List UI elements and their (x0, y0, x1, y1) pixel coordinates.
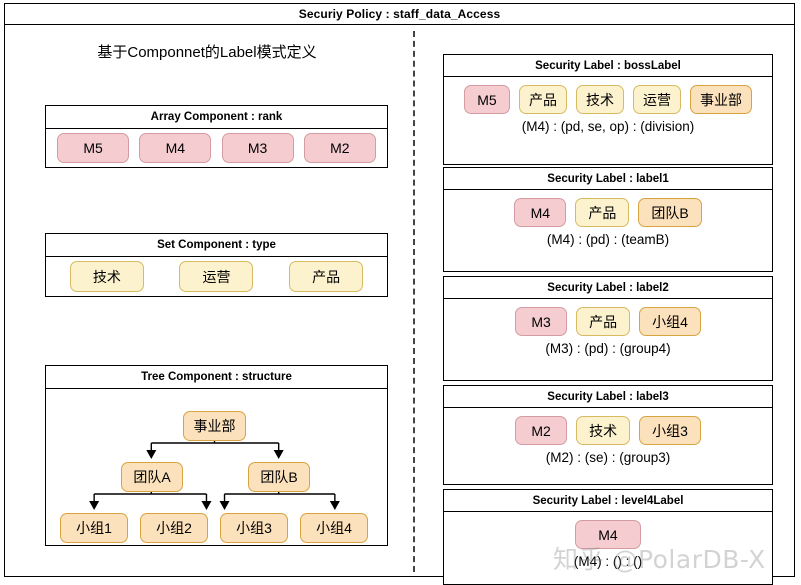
security-label-chip-row: M2 技术 小组3 (454, 416, 762, 445)
tree-node-team-b[interactable]: 团队B (248, 462, 310, 492)
security-label-chip-row: M5 产品 技术 运营 事业部 (454, 85, 762, 114)
vertical-dashed-divider (413, 31, 415, 572)
set-item-chip[interactable]: 产品 (289, 261, 364, 292)
left-panel-heading: 基于Componnet的Label模式定义 (97, 44, 317, 61)
security-label-body: M5 产品 技术 运营 事业部 (M4) : (pd, se, op) : (d… (444, 77, 772, 140)
security-label-title: Security Label : bossLabel (444, 55, 772, 77)
tree-node-group-2[interactable]: 小组2 (140, 513, 208, 543)
right-panel-security-labels: Security Label : bossLabel M5 产品 技术 运营 事… (423, 25, 794, 585)
tree-component-title: Tree Component : structure (46, 366, 387, 389)
security-label-formula: (M3) : (pd) : (group4) (545, 341, 671, 356)
security-label-card-label2: Security Label : label2 M3 产品 小组4 (M3) :… (443, 276, 773, 381)
security-label-chip-row: M4 (454, 520, 762, 549)
security-label-body: M4 产品 团队B (M4) : (pd) : (teamB) (444, 190, 772, 253)
array-component-items: M5 M4 M3 M2 (46, 129, 387, 167)
security-label-body: M4 (M4) : () : () (444, 512, 772, 575)
tree-node-team-a[interactable]: 团队A (121, 462, 183, 492)
security-label-body: M3 产品 小组4 (M3) : (pd) : (group4) (444, 299, 772, 362)
diagram-title-bar: Securiy Policy : staff_data_Access (5, 4, 794, 25)
security-label-title: Security Label : label1 (444, 168, 772, 190)
set-component-box: Set Component : type 技术 运营 产品 (45, 233, 388, 297)
security-label-chip-scope[interactable]: 小组4 (639, 307, 701, 336)
left-panel-component-definitions: 基于Componnet的Label模式定义 Array Component : … (5, 25, 409, 576)
security-label-title: Security Label : level4Label (444, 490, 772, 512)
security-label-chip-type[interactable]: 运营 (633, 85, 681, 114)
security-label-card-bossLabel: Security Label : bossLabel M5 产品 技术 运营 事… (443, 54, 773, 165)
set-item-chip[interactable]: 运营 (179, 261, 254, 292)
security-label-chip-type[interactable]: 技术 (576, 85, 624, 114)
array-item-chip[interactable]: M5 (57, 133, 130, 163)
security-label-chip-type[interactable]: 技术 (576, 416, 631, 445)
tree-node-group-3[interactable]: 小组3 (220, 513, 288, 543)
array-component-box: Array Component : rank M5 M4 M3 M2 (45, 105, 388, 168)
security-label-title: Security Label : label3 (444, 386, 772, 408)
security-label-chip-scope[interactable]: 小组3 (639, 416, 701, 445)
security-label-chip-row: M3 产品 小组4 (454, 307, 762, 336)
security-label-chip-rank[interactable]: M4 (575, 520, 641, 549)
set-component-items: 技术 运营 产品 (46, 257, 387, 296)
security-label-body: M2 技术 小组3 (M2) : (se) : (group3) (444, 408, 772, 471)
security-label-chip-rank[interactable]: M4 (514, 198, 567, 227)
array-item-chip[interactable]: M2 (303, 133, 376, 163)
security-label-chip-rank[interactable]: M2 (515, 416, 568, 445)
security-label-card-level4Label: Security Label : level4Label M4 (M4) : (… (443, 489, 773, 585)
tree-diagram: 事业部 团队A 团队B 小组1 小组2 小组3 小组4 (46, 389, 387, 545)
security-label-formula: (M2) : (se) : (group3) (545, 450, 671, 465)
set-component-title: Set Component : type (46, 234, 387, 257)
security-label-card-label3: Security Label : label3 M2 技术 小组3 (M2) :… (443, 385, 773, 485)
security-label-title: Security Label : label2 (444, 277, 772, 299)
security-label-chip-row: M4 产品 团队B (454, 198, 762, 227)
tree-node-group-1[interactable]: 小组1 (60, 513, 128, 543)
diagram-frame: Securiy Policy : staff_data_Access 基于Com… (4, 3, 795, 585)
security-label-chip-scope[interactable]: 团队B (638, 198, 702, 227)
security-label-chip-type[interactable]: 产品 (575, 198, 630, 227)
tree-component-box: Tree Component : structure (45, 365, 388, 546)
security-label-formula: (M4) : (pd) : (teamB) (546, 232, 670, 247)
tree-connector-lines (89, 430, 340, 510)
security-label-chip-rank[interactable]: M3 (515, 307, 568, 336)
diagram-content: 基于Componnet的Label模式定义 Array Component : … (5, 25, 794, 585)
security-label-chip-type[interactable]: 产品 (576, 307, 631, 336)
security-label-chip-scope[interactable]: 事业部 (690, 85, 752, 114)
array-item-chip[interactable]: M4 (139, 133, 212, 163)
array-component-title: Array Component : rank (46, 106, 387, 129)
tree-node-group-4[interactable]: 小组4 (300, 513, 368, 543)
tree-node-root[interactable]: 事业部 (183, 411, 246, 441)
security-label-chip-rank[interactable]: M5 (464, 85, 510, 114)
set-item-chip[interactable]: 技术 (69, 261, 144, 292)
security-label-card-label1: Security Label : label1 M4 产品 团队B (M4) :… (443, 167, 773, 272)
page-title: Securiy Policy : staff_data_Access (298, 7, 501, 21)
security-label-formula: (M4) : () : () (573, 554, 643, 569)
security-label-chip-type[interactable]: 产品 (519, 85, 567, 114)
array-item-chip[interactable]: M3 (221, 133, 294, 163)
security-label-formula: (M4) : (pd, se, op) : (division) (521, 119, 695, 134)
